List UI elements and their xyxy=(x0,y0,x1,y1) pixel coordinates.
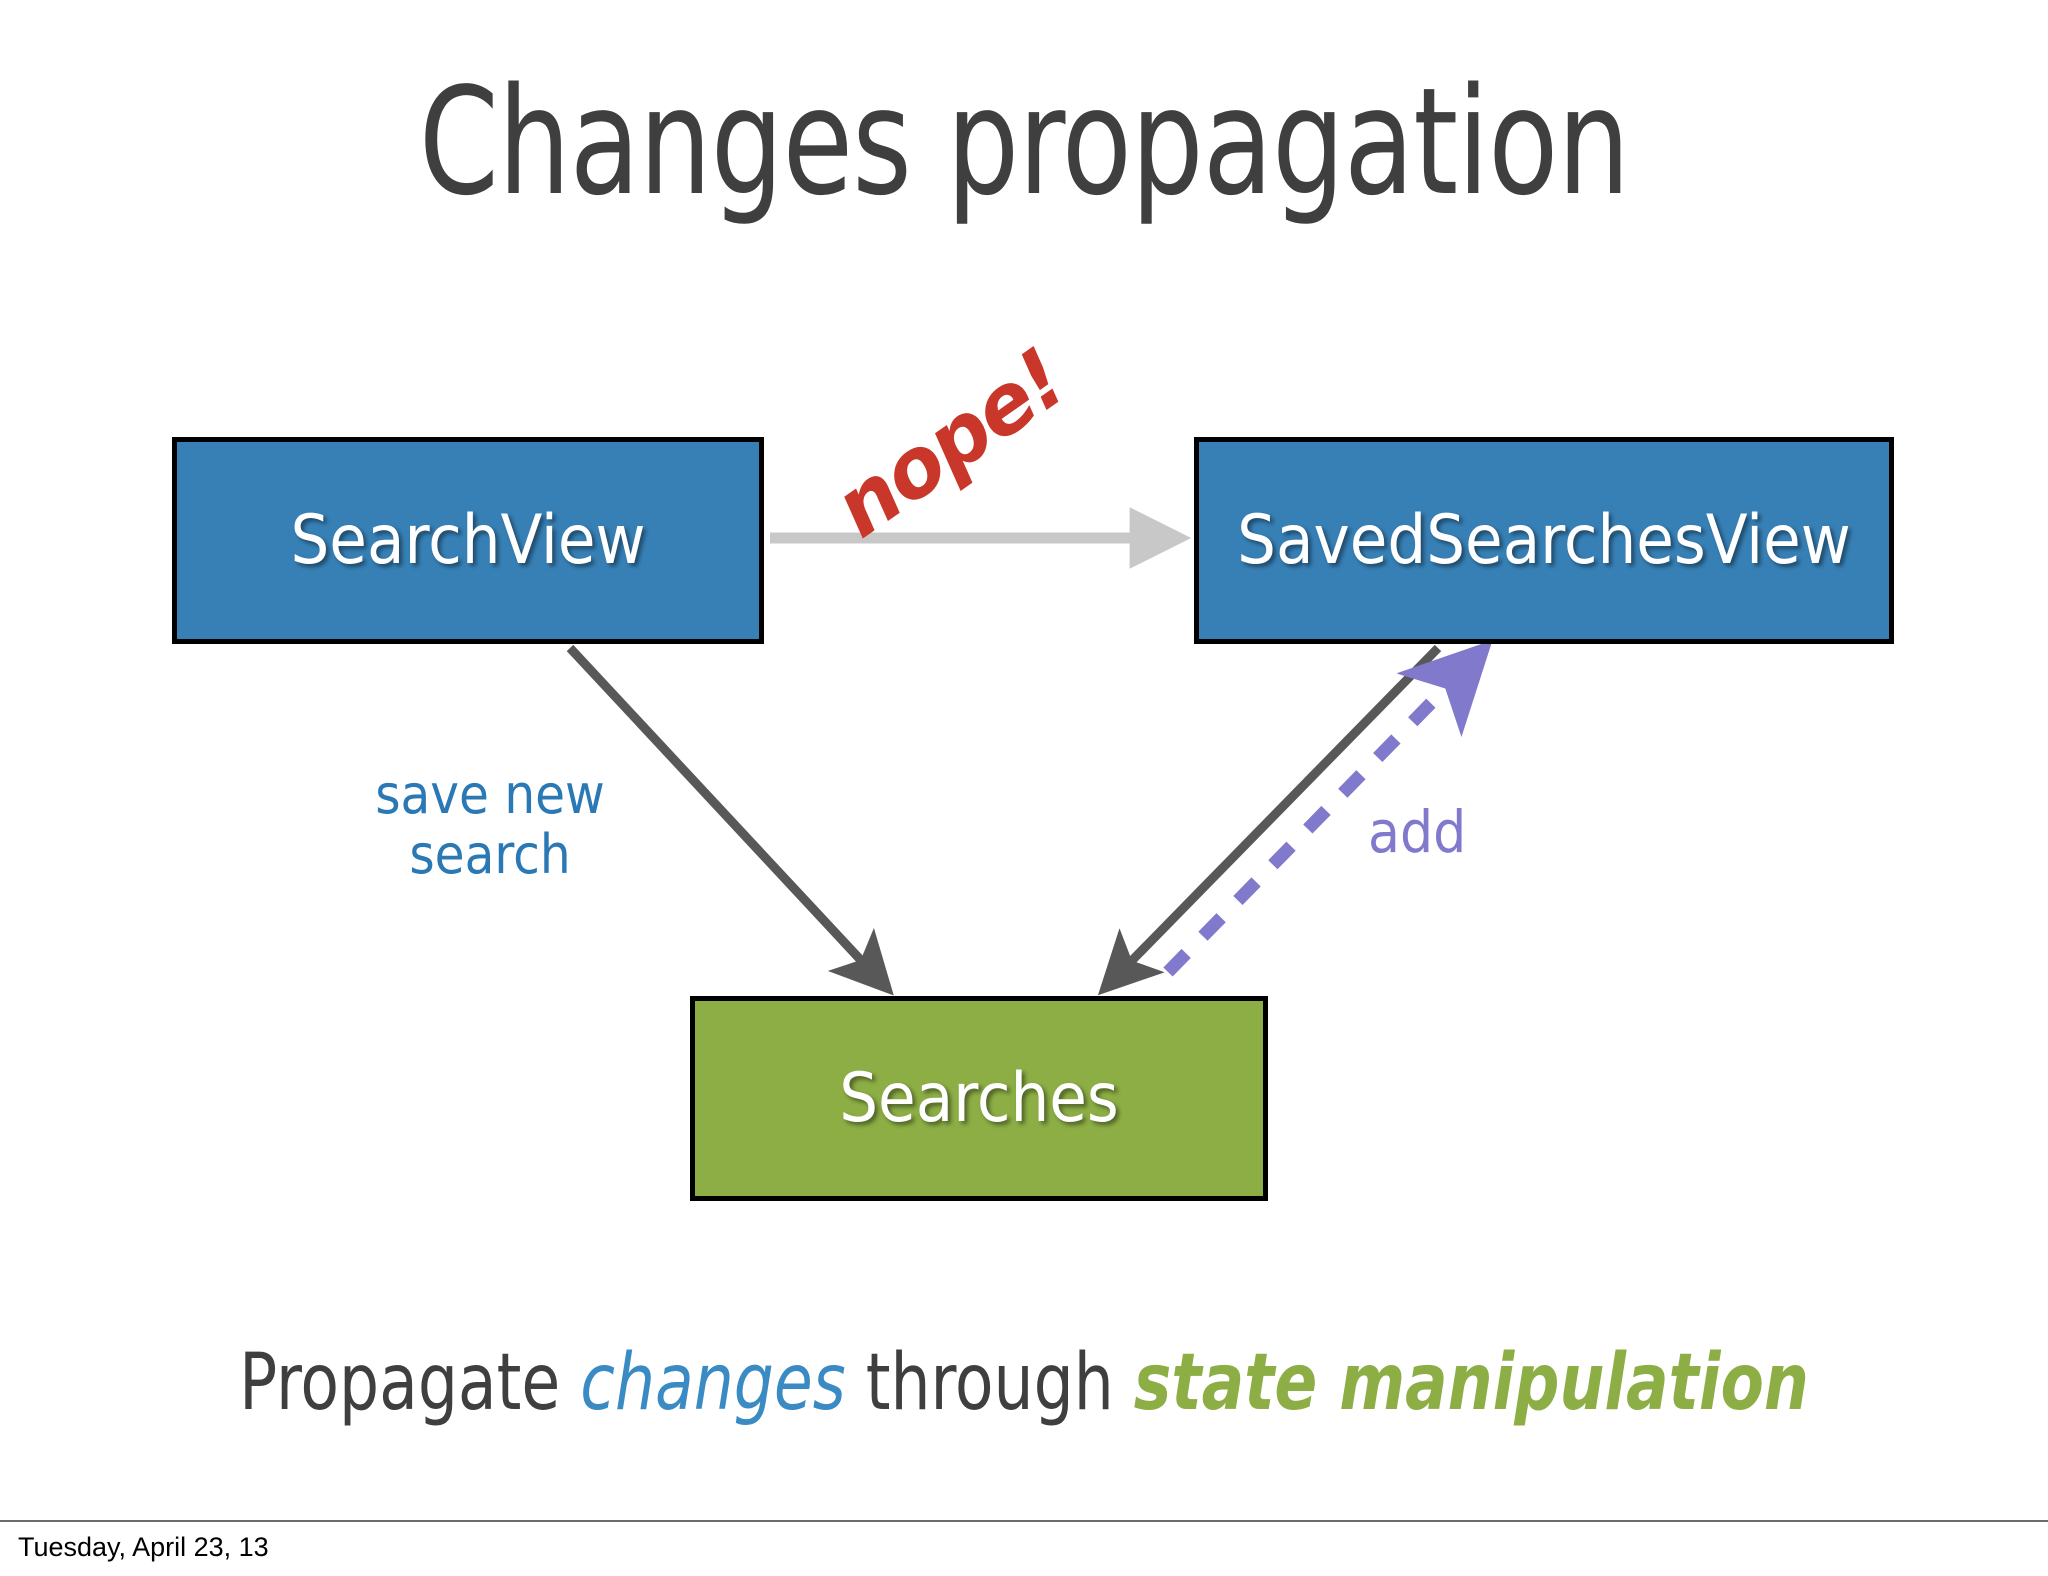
caption-emphasis-state-manipulation: state manipulation xyxy=(1133,1338,1809,1428)
caption-part1: Propagate xyxy=(239,1338,581,1428)
node-savedsearchesview-label: SavedSearchesView xyxy=(1237,501,1851,580)
footer-date: Tuesday, April 23, 13 xyxy=(18,1532,269,1562)
slide-title: Changes propagation xyxy=(418,56,1630,228)
edge-label-save-new-search: save new search xyxy=(375,763,605,887)
annotation-nope: nope! xyxy=(817,331,1083,557)
footer-divider xyxy=(0,1520,2048,1522)
node-searchview-label: SearchView xyxy=(290,501,646,580)
edge-label-add: add xyxy=(1368,798,1467,866)
node-savedsearchesview[interactable]: SavedSearchesView xyxy=(1194,437,1894,644)
node-searches-label: Searches xyxy=(839,1059,1119,1138)
node-searchview[interactable]: SearchView xyxy=(172,437,764,644)
caption-emphasis-changes: changes xyxy=(580,1338,846,1428)
slide-caption: Propagate changes through state manipula… xyxy=(102,1338,1945,1428)
node-searches[interactable]: Searches xyxy=(690,996,1268,1201)
caption-part2: through xyxy=(845,1338,1134,1428)
